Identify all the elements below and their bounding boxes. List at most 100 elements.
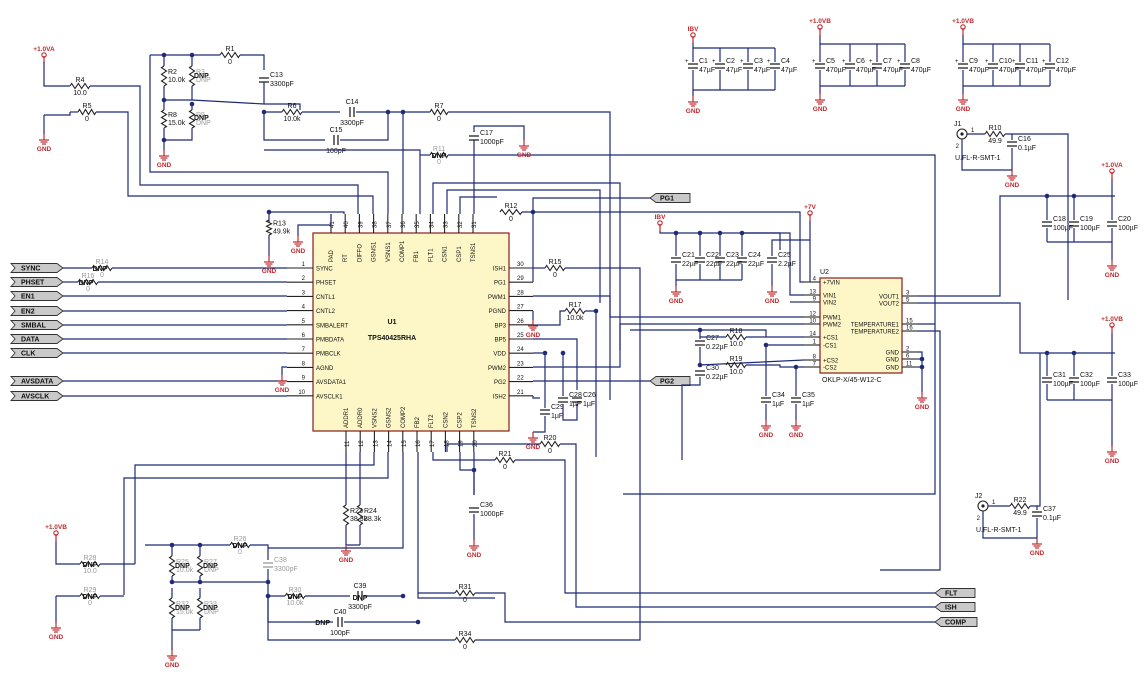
connector-part: U.FL-R-SMT-1 (955, 155, 1001, 162)
wire (692, 43, 775, 49)
capacitor-ref: C21 (682, 252, 695, 259)
ic-pin-name: DIFFO (357, 244, 363, 262)
resistor-body (1009, 502, 1031, 510)
capacitor-ref: C20 (1118, 216, 1131, 223)
capacitor-value: 22µF (706, 261, 722, 268)
resistor-body (544, 264, 566, 272)
resistor-ref: R14 (96, 259, 109, 266)
resistor-body (79, 560, 101, 568)
resistor-R4: R4 10.0 (69, 77, 91, 97)
wire (585, 310, 597, 457)
port-label: AVSCLK (21, 394, 49, 401)
resistor-body (79, 592, 101, 600)
ic-pin-number: 15 (906, 319, 913, 325)
ground-label: GND (759, 432, 774, 439)
ic-pin-name: CSN1 (443, 245, 449, 262)
resistor-value: 10.0 (73, 90, 87, 97)
ic-pin-name: RT (343, 254, 349, 262)
resistor-value: 0 (553, 272, 557, 279)
ic-pin-number: 4 (302, 305, 306, 311)
power-rail: IBV (688, 26, 699, 43)
ground-symbol: GND (813, 94, 828, 113)
ic-pin-number: 39 (358, 221, 364, 228)
port-label: EN1 (21, 294, 35, 301)
wire (533, 295, 804, 318)
wire (459, 452, 475, 495)
ic-pin-name: FLT1 (428, 248, 434, 262)
rail-circle (807, 210, 813, 216)
ic-pin-number: 18 (444, 440, 450, 447)
polarity-mark: + (1012, 59, 1016, 65)
capacitor-ref: C32 (1080, 372, 1093, 379)
junction-dot (530, 209, 536, 215)
port-right: COMP (934, 617, 978, 627)
wire (446, 443, 540, 452)
rail-circle (690, 32, 696, 38)
ic-pin-name: FB2 (415, 416, 421, 428)
dnp-label: DNP (194, 115, 209, 122)
wire (267, 582, 455, 641)
capacitor-value: 47µF (699, 67, 715, 74)
port-right: FLT (934, 588, 976, 598)
wire (918, 195, 1115, 297)
resistor-ref: R6 (288, 103, 297, 110)
capacitor-ref: C1 (699, 58, 708, 65)
resistor-ref: R4 (76, 77, 85, 84)
port-left: EN2 (9, 306, 64, 316)
rail-circle (657, 220, 663, 226)
rail-circle (960, 24, 966, 30)
ground-label: GND (813, 106, 828, 113)
rail-circle (53, 530, 59, 536)
dnp-label: DNP (203, 605, 218, 612)
capacitor-ref: C25 (778, 252, 791, 259)
ic-u2-ref: U2 (820, 269, 829, 276)
power-rail: +1.0VB (1101, 316, 1123, 333)
polarity-mark: + (767, 59, 771, 65)
rail-label: +1.0VA (1101, 162, 1123, 169)
dnp-label: DNP (353, 595, 368, 602)
ground-label: GND (789, 432, 804, 439)
port-flag (9, 376, 64, 386)
dnp-label: DNP (288, 594, 303, 601)
ic-pin-name: PMBCLK (316, 352, 341, 358)
ic-pin-name: AVSCLK1 (316, 394, 343, 400)
power-rail: +1.0VB (45, 524, 67, 541)
ground-label: GND (262, 268, 277, 275)
ic-u1-part: TPS40425RHA (368, 335, 416, 342)
capacitor-value: 100µF (1053, 381, 1073, 388)
rail-label: +7V (804, 204, 816, 211)
capacitor-value: 470µF (826, 67, 846, 74)
junction-dot (542, 350, 548, 356)
ic-pin-name: CSP2 (458, 412, 464, 428)
dnp-label: DNP (315, 620, 330, 627)
polarity-mark: + (842, 59, 846, 65)
ic-pin-name: PWM1 (823, 316, 842, 322)
resistor-body (564, 307, 586, 315)
capacitor-ref: C9 (969, 58, 978, 65)
ic-pin-number: 13 (809, 290, 816, 296)
capacitor-value: 2.2µF (778, 261, 796, 268)
ground-symbol: GND (1005, 170, 1020, 189)
ground-label: GND (517, 152, 532, 159)
ic-pin-number: 23 (517, 361, 524, 367)
resistor-body (229, 541, 251, 549)
capacitor-ref: C39 (354, 583, 367, 590)
port-flag (9, 291, 64, 301)
capacitor-value: 470µF (883, 67, 903, 74)
junction-dot (1044, 350, 1050, 356)
ic-pin-name: +7VIN (823, 281, 840, 287)
ic-u1-ref: U1 (388, 319, 397, 326)
capacitor-value: 22µF (682, 261, 698, 268)
